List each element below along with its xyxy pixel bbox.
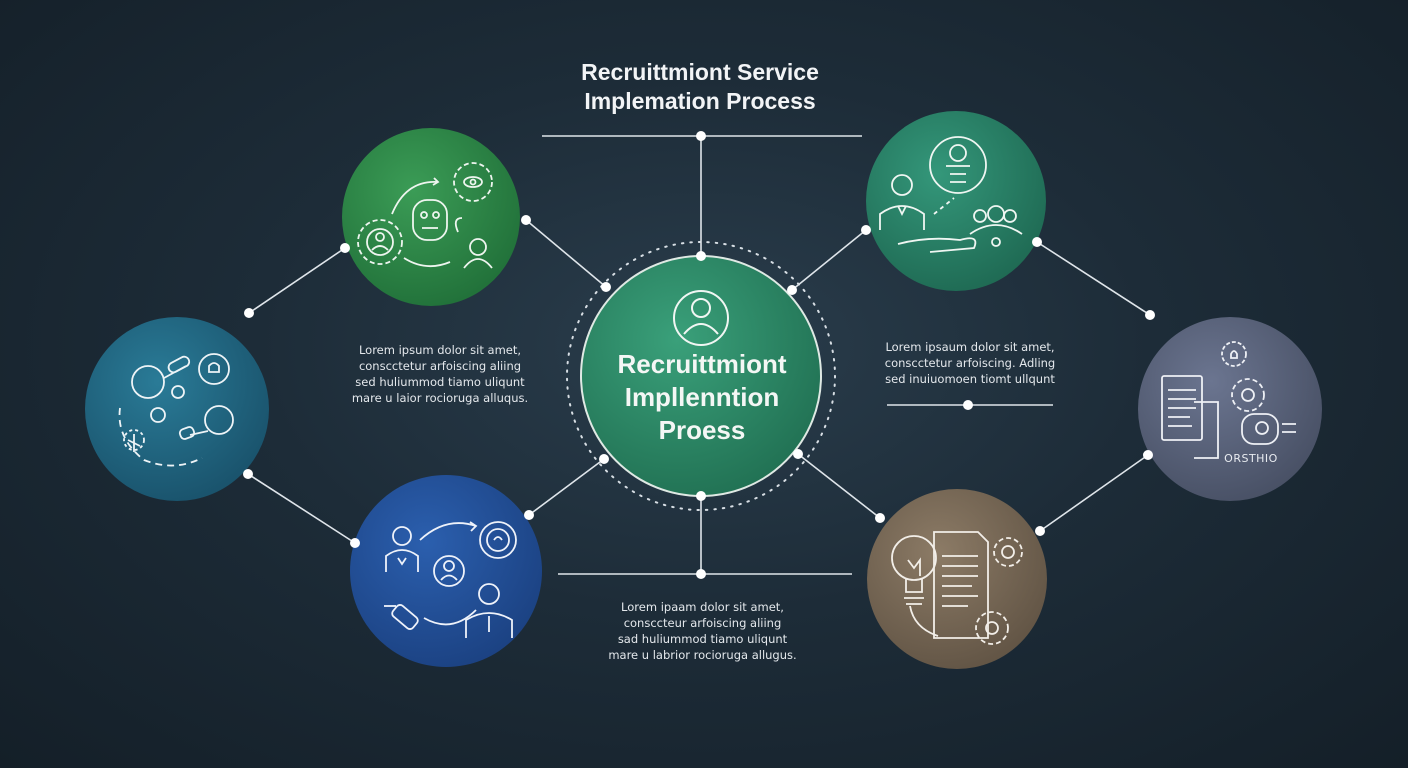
document-gears-icon <box>1161 341 1296 459</box>
note-right-line: Lorem ipsaum dolor sit amet, <box>885 340 1055 354</box>
note-left-line: sed huliummod tiamo uliqunt <box>355 375 525 389</box>
connected-search-icon <box>118 353 234 467</box>
note-bottom: Lorem ipaam dolor sit amet, consccteur a… <box>590 599 815 663</box>
right-node-label: ORSTHIO <box>1224 452 1278 465</box>
node-right <box>1138 317 1322 501</box>
note-bottom-line: sad huliummod tiamo uliqunt <box>617 632 788 646</box>
node-top-left <box>342 128 520 306</box>
center-title-line-3: Proess <box>658 415 746 445</box>
node-left <box>85 317 269 501</box>
candidate-cycle-icon <box>384 521 517 638</box>
note-bottom-line: consccteur arfoiscing aliing <box>623 616 782 630</box>
note-left-line: Lorem ipsum dolor sit amet, <box>358 343 522 357</box>
page-title-line-1: Recruittmiont Service <box>581 59 819 85</box>
center-halo-ring <box>566 241 836 511</box>
center-title-line-1: Recruittmiont <box>617 349 787 379</box>
note-bottom-line: Lorem ipaam dolor sit amet, <box>621 600 784 614</box>
ai-robot-gears-icon <box>357 162 493 269</box>
note-right-line: sed inuiuomoen tiomt ullqunt <box>885 372 1055 386</box>
note-right-line: conscctetur arfoiscing. Adling <box>884 356 1056 370</box>
note-right: Lorem ipsaum dolor sit amet, conscctetur… <box>860 339 1080 387</box>
note-left: Lorem ipsum dolor sit amet, conscctetur … <box>330 342 550 406</box>
node-top-right <box>866 111 1046 291</box>
idea-document-gears-icon <box>891 531 1023 645</box>
note-bottom-line: mare u labrior rocioruga allugus. <box>608 648 797 662</box>
page-title-line-2: Implemation Process <box>584 88 816 114</box>
page-title: Recruittmiont Service Implemation Proces… <box>520 58 880 116</box>
note-left-line: conscctetur arfoiscing aliing <box>358 359 522 373</box>
note-left-line: mare u laior rocioruga alluqus. <box>351 391 529 405</box>
node-bottom-right <box>867 489 1047 669</box>
person-icon <box>673 290 729 346</box>
interview-handshake-icon <box>879 136 1023 253</box>
center-title-line-2: Impllenntion <box>624 382 780 412</box>
center-node-title: Recruittmiont Impllenntion Proess <box>592 348 812 447</box>
connector-dots <box>243 131 1155 579</box>
